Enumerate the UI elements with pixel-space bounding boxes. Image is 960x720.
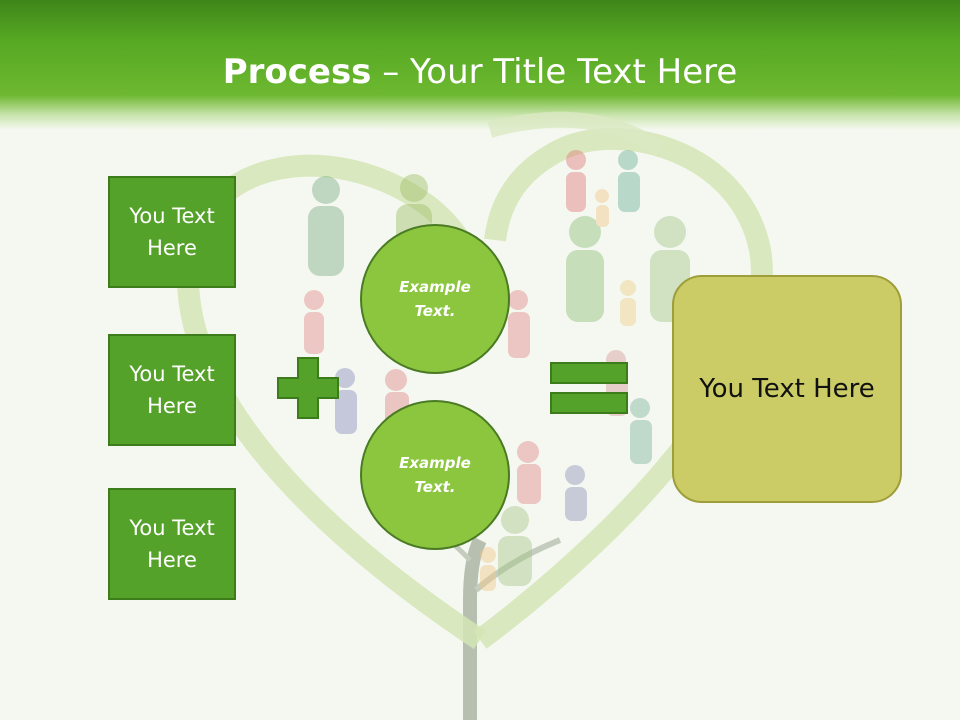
page-title: Process – Your Title Text Here [222, 52, 738, 92]
example-circle-2[interactable]: Example Text. [360, 400, 510, 550]
side-box-1[interactable]: You Text Here [108, 176, 236, 288]
result-box[interactable]: You Text Here [672, 275, 902, 503]
side-box-label: You Text Here [129, 516, 215, 572]
side-box-label: You Text Here [129, 204, 215, 260]
circle-label: Example Text. [399, 278, 471, 320]
example-circle-1[interactable]: Example Text. [360, 224, 510, 374]
side-box-2[interactable]: You Text Here [108, 334, 236, 446]
equals-icon [550, 362, 628, 414]
side-box-3[interactable]: You Text Here [108, 488, 236, 600]
plus-icon [277, 357, 339, 419]
result-label: You Text Here [699, 374, 875, 404]
circle-label: Example Text. [399, 454, 471, 496]
title-banner [0, 0, 960, 130]
side-box-label: You Text Here [129, 362, 215, 418]
